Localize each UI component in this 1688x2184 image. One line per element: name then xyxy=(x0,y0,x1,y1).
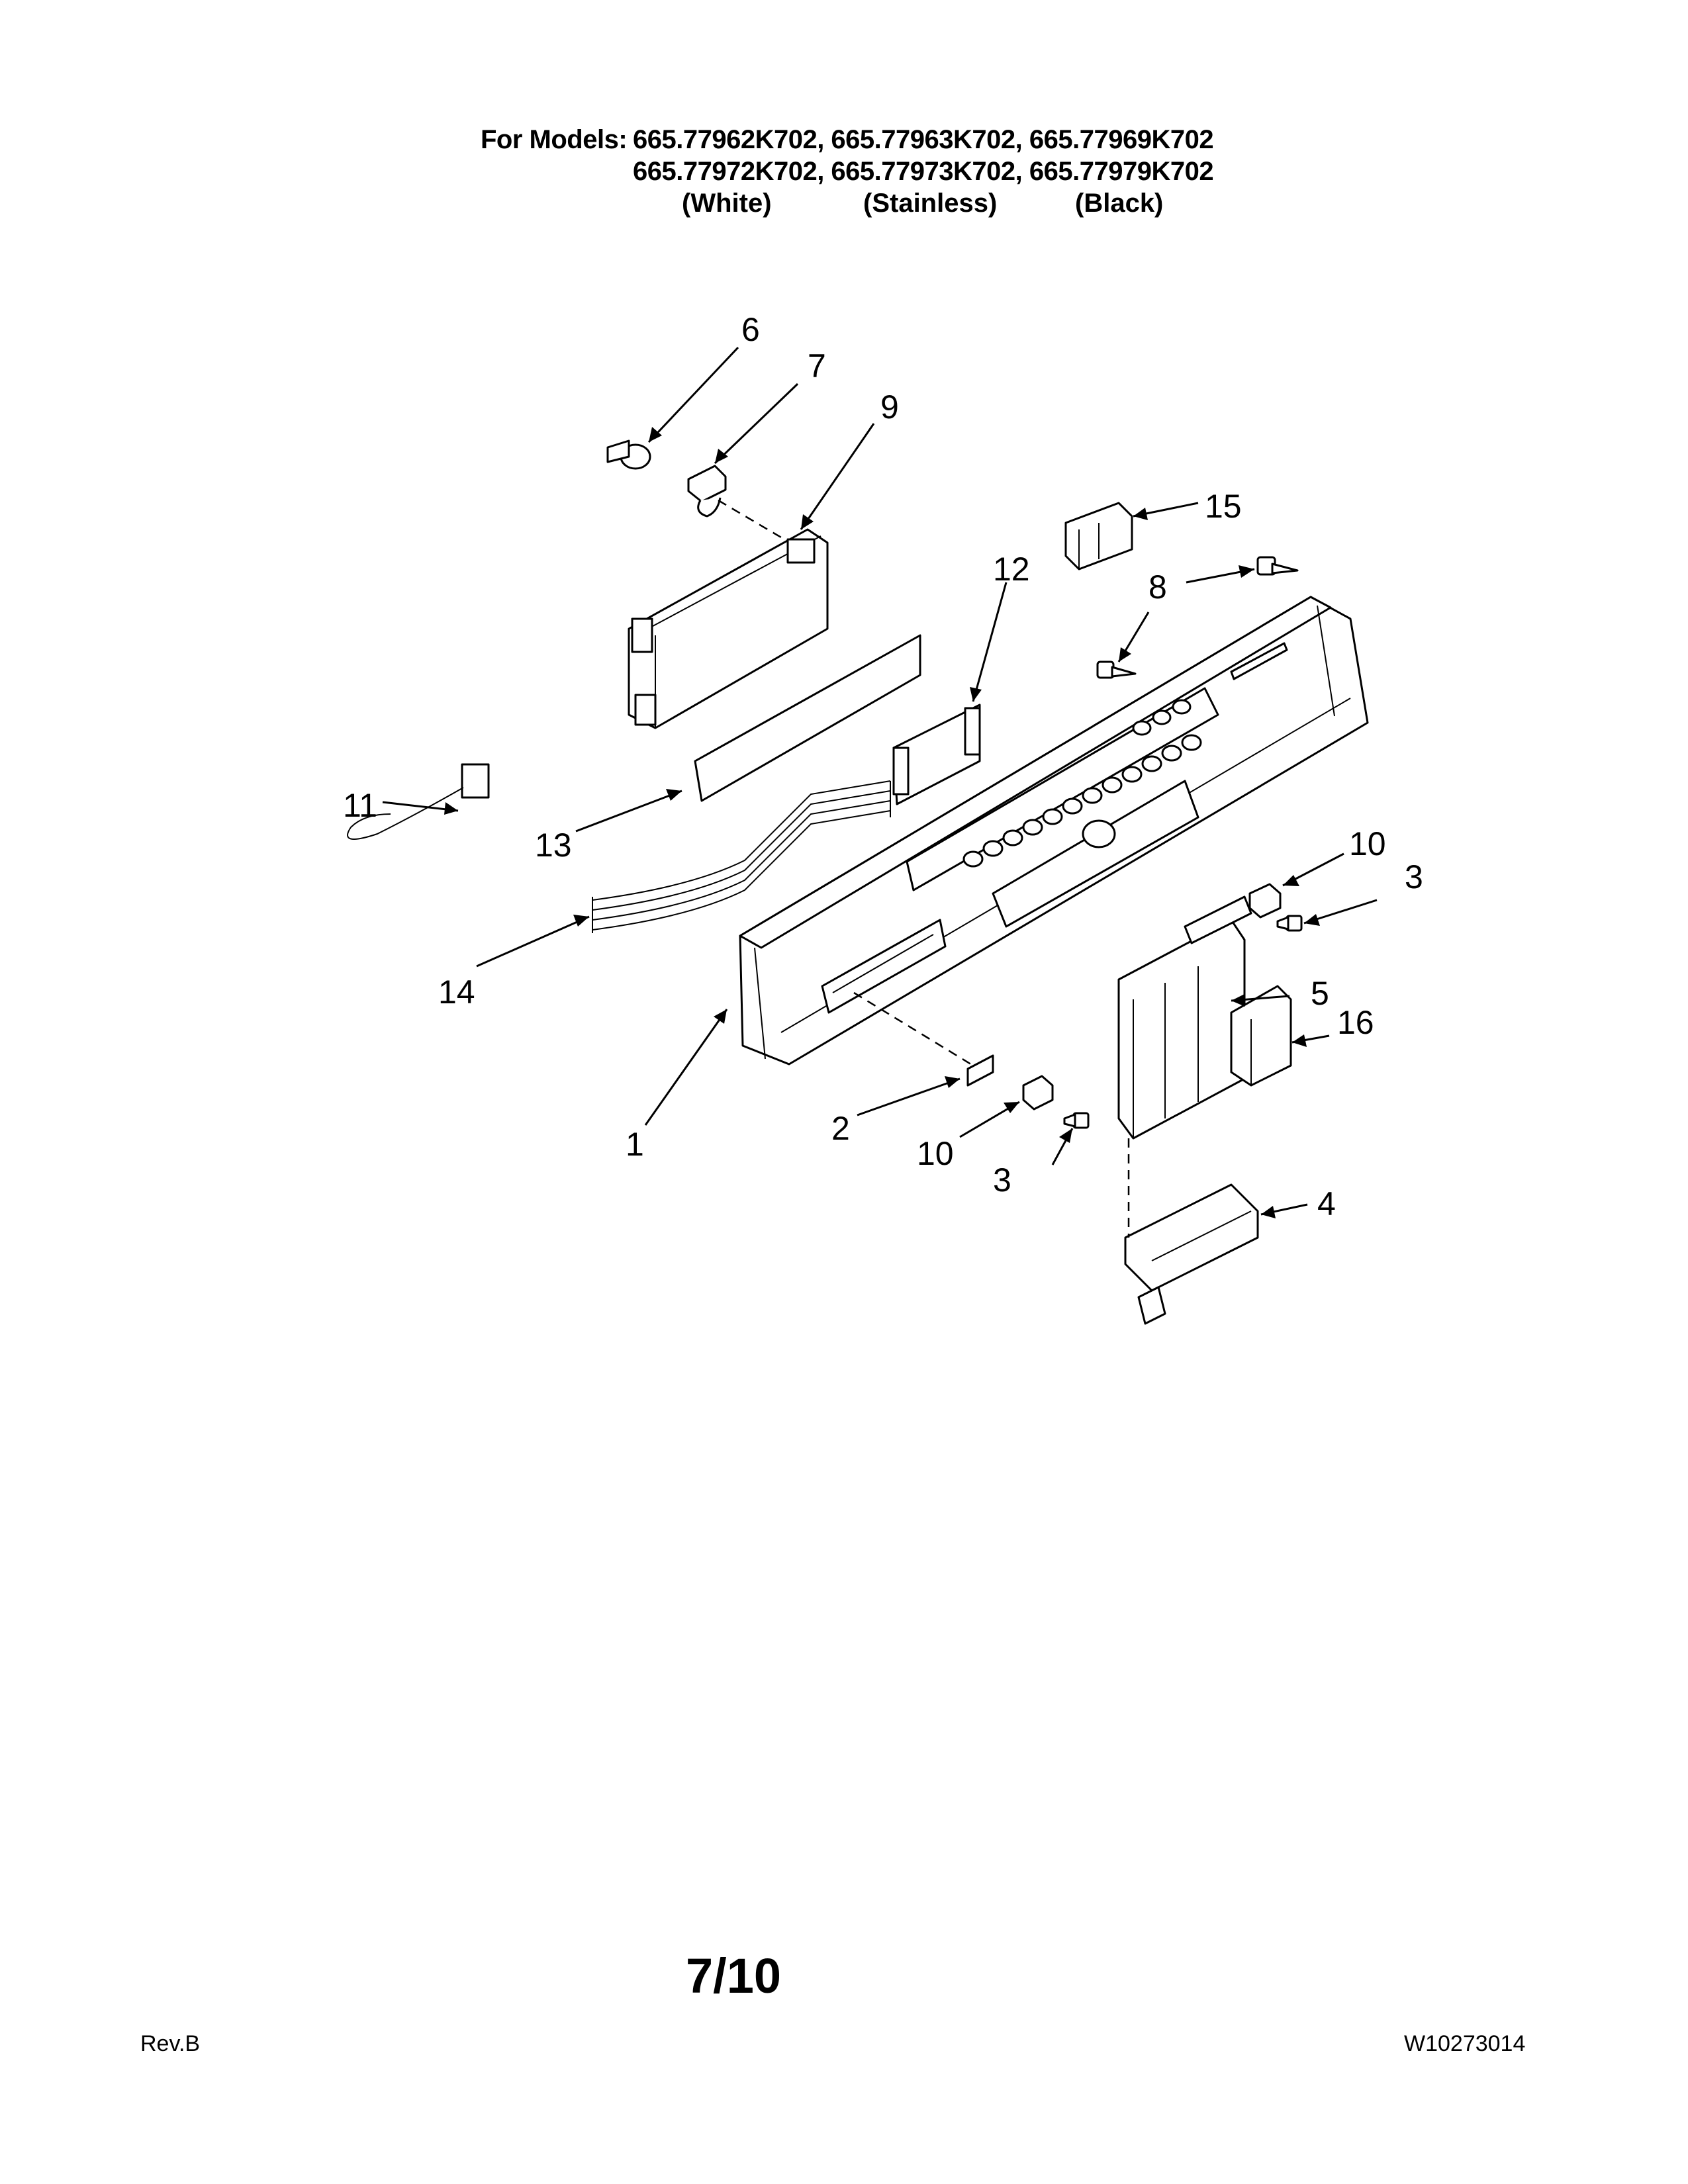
callout-3-upper: 3 xyxy=(1405,858,1423,895)
part-6-thermistor xyxy=(606,439,651,470)
assembly-line-1-2 xyxy=(853,991,974,1067)
callout-12: 12 xyxy=(993,551,1030,588)
part-bracket-assembly xyxy=(1117,895,1252,1140)
variant-black: (Black) xyxy=(1075,189,1164,218)
variant-white: (White) xyxy=(682,189,772,218)
callout-2: 2 xyxy=(831,1110,850,1147)
revision-label: Rev.B xyxy=(140,2031,201,2056)
callout-13: 13 xyxy=(535,827,572,864)
part-14-ribbon-cable xyxy=(592,780,891,933)
callout-7: 7 xyxy=(808,347,826,385)
callout-4: 4 xyxy=(1317,1185,1336,1222)
part-13-insulator xyxy=(694,634,921,802)
part-10-clip-lower xyxy=(1022,1075,1054,1111)
part-screw-upper xyxy=(1276,915,1303,932)
models-label: For Models: xyxy=(481,125,628,154)
part-7-clip xyxy=(687,465,727,518)
callout-5: 5 xyxy=(1311,975,1329,1012)
part-16-bracket xyxy=(1230,985,1292,1087)
part-15-bracket xyxy=(1064,502,1133,570)
part-8-screw-mid xyxy=(1096,660,1137,679)
page-number: 7/10 xyxy=(686,1948,782,2003)
console-buttons xyxy=(962,699,1202,868)
callout-3-lower: 3 xyxy=(993,1161,1011,1199)
part-screw-lower xyxy=(1063,1112,1090,1129)
part-console-panel xyxy=(739,596,1369,1066)
callout-16: 16 xyxy=(1337,1004,1374,1041)
callout-10-lower: 10 xyxy=(917,1135,954,1172)
models-line-1: 665.77962K702, 665.77963K702, 665.77969K… xyxy=(633,125,1214,154)
callout-6: 6 xyxy=(741,311,760,348)
part-label xyxy=(966,1054,994,1087)
callout-9: 9 xyxy=(880,388,899,426)
callout-10-upper: 10 xyxy=(1349,825,1386,862)
variant-stainless: (Stainless) xyxy=(863,189,998,218)
callout-1: 1 xyxy=(626,1126,644,1163)
part-12-bracket xyxy=(892,704,981,805)
part-8-screw-top xyxy=(1256,556,1299,576)
part-bottom-bracket xyxy=(1124,1183,1259,1325)
document-number: W10273014 xyxy=(1404,2031,1526,2056)
callout-8: 8 xyxy=(1149,569,1167,606)
callout-11: 11 xyxy=(343,787,377,824)
models-line-2: 665.77972K702, 665.77973K702, 665.77979K… xyxy=(633,157,1214,186)
assembly-line-7-9 xyxy=(718,499,782,539)
part-9-control-board xyxy=(628,528,829,729)
part-10-clip-upper xyxy=(1248,883,1282,919)
callout-14: 14 xyxy=(438,974,475,1011)
callout-15: 15 xyxy=(1205,488,1242,525)
leader-arrows xyxy=(382,346,1378,1218)
